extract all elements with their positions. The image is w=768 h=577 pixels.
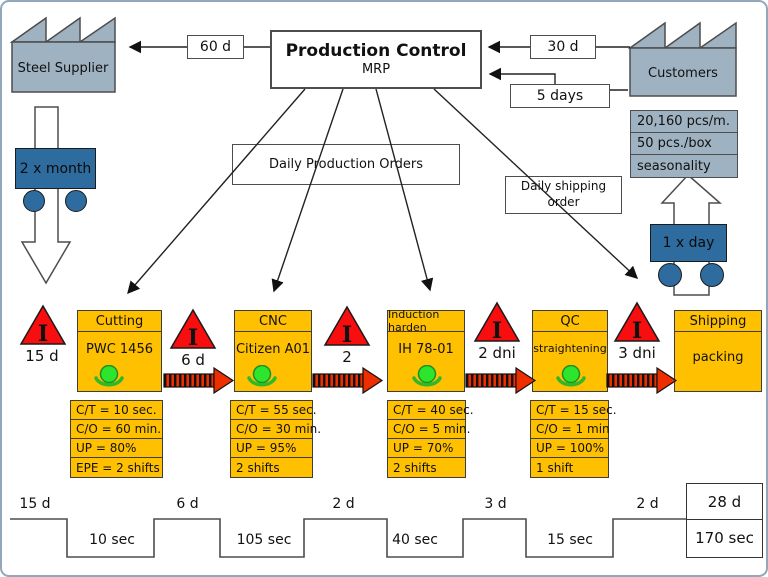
data-row: C/O = 60 min. — [71, 420, 162, 439]
push-arrow-icon — [312, 366, 384, 395]
process-detail: Citizen A01 — [235, 342, 311, 357]
demand-seasonality: seasonality — [637, 158, 711, 174]
production-control-subtitle: MRP — [361, 62, 391, 77]
inventory-label: 15 d — [25, 347, 59, 365]
process-detail: PWC 1456 — [86, 342, 153, 357]
process-title: CNC — [235, 311, 311, 332]
data-box-qc: C/T = 15 sec. C/O = 1 min UP = 100% 1 sh… — [530, 400, 617, 478]
process-detail: straightening — [533, 342, 607, 355]
schedule-arrow-induction — [375, 88, 434, 292]
outbound-truck-wheel-icon — [700, 263, 724, 287]
process-box-shipping: Shipping packing — [674, 310, 762, 392]
daily-shipping-order-line1: Daily shipping — [520, 179, 607, 194]
steel-supplier-label: Steel Supplier — [18, 61, 109, 76]
process-box-cnc: CNC Citizen A01 — [234, 310, 312, 392]
process-title: Shipping — [675, 311, 761, 332]
data-row: UP = 70% — [388, 439, 465, 458]
process-detail: packing — [692, 350, 744, 365]
operator-icon — [247, 365, 277, 387]
timeline-label: 3 d — [484, 496, 507, 512]
production-control-box: Production Control MRP — [270, 30, 482, 89]
inventory-symbol: I — [492, 318, 502, 343]
outbound-truck: 1 x day — [650, 224, 727, 262]
outbound-truck-wheel-icon — [658, 263, 682, 287]
total-process-time: 170 sec — [695, 529, 754, 547]
inventory-label: 6 d — [181, 351, 205, 369]
data-box-induction-harden: C/T = 40 sec. C/O = 5 min. UP = 70% 2 sh… — [387, 400, 474, 478]
data-row: 2 shifts — [236, 460, 280, 475]
order-30d-box: 30 d — [530, 35, 596, 59]
data-row: 2 shifts — [393, 460, 437, 475]
push-arrow-icon — [606, 366, 678, 395]
steel-supplier-factory-icon: Steel Supplier — [10, 16, 116, 93]
daily-production-orders-box: Daily Production Orders — [232, 144, 460, 185]
operator-icon — [412, 365, 442, 387]
daily-shipping-order-line2: order — [547, 195, 580, 209]
data-row: UP = 100% — [531, 439, 608, 458]
operator-icon — [94, 365, 124, 387]
order-60d-box: 60 d — [187, 35, 244, 59]
timeline-label: 6 d — [176, 496, 199, 512]
data-row: C/O = 5 min. — [388, 420, 470, 439]
inventory-triangle-icon: I — [323, 305, 371, 347]
data-box-cutting: C/T = 10 sec. C/O = 60 min. UP = 80% EPE… — [70, 400, 163, 478]
process-box-qc: QC straightening — [532, 310, 608, 392]
data-row: C/O = 30 min. — [231, 420, 321, 439]
inbound-truck-wheel-icon — [23, 190, 45, 212]
timeline-label: 2 d — [636, 496, 659, 512]
total-lead-time: 28 d — [687, 484, 762, 520]
inventory-symbol: I — [342, 322, 352, 347]
inventory-label: 3 dni — [618, 344, 656, 362]
process-box-induction-harden: Induction harden IH 78-01 — [387, 308, 465, 392]
inventory-triangle-icon: I — [19, 304, 67, 346]
data-row: C/T = 10 sec. — [71, 401, 162, 420]
customer-demand-data: 20,160 pcs/m. 50 pcs./box seasonality — [630, 110, 738, 178]
schedule-arrow-cnc — [271, 88, 344, 293]
inventory-triangle-icon: I — [169, 308, 217, 350]
process-title: Cutting — [78, 311, 161, 332]
timeline-label: 2 d — [332, 496, 355, 512]
inventory-label: 2 — [342, 348, 352, 366]
inventory-triangle-icon: I — [473, 301, 521, 343]
daily-shipping-order-box: Daily shipping order — [505, 176, 622, 214]
forecast-arrow — [488, 67, 556, 84]
demand-box-size: 50 pcs./box — [631, 133, 737, 155]
inventory-triangle-icon: I — [613, 301, 661, 343]
data-row: UP = 80% — [71, 439, 162, 458]
schedule-arrow-cutting — [127, 88, 306, 295]
timeline-label: 105 sec — [236, 532, 292, 548]
operator-icon — [556, 365, 586, 387]
data-row: C/T = 40 sec. — [388, 401, 474, 420]
forecast-5days-box: 5 days — [510, 84, 610, 108]
process-detail: IH 78-01 — [398, 342, 454, 357]
inventory-symbol: I — [632, 318, 642, 343]
timeline-label: 40 sec — [392, 532, 438, 548]
inventory-symbol: I — [188, 325, 198, 350]
push-arrow-icon — [163, 366, 235, 395]
process-box-cutting: Cutting PWC 1456 — [77, 310, 162, 392]
timeline-totals-box: 28 d 170 sec — [686, 483, 763, 558]
production-control-title: Production Control — [285, 40, 467, 61]
inbound-truck-wheel-icon — [65, 190, 87, 212]
data-box-cnc: C/T = 55 sec. C/O = 30 min. UP = 95% 2 s… — [230, 400, 321, 478]
timeline-label: 10 sec — [89, 532, 135, 548]
data-row: EPE = 2 shifts — [76, 460, 160, 475]
data-row: C/O = 1 min — [531, 420, 610, 439]
process-title: Induction harden — [388, 308, 464, 334]
push-arrow-icon — [465, 366, 537, 395]
customers-label: Customers — [648, 66, 718, 81]
demand-monthly: 20,160 pcs/m. — [631, 111, 737, 133]
process-title: QC — [533, 311, 607, 332]
inbound-truck: 2 x month — [15, 148, 96, 189]
inventory-label: 2 dni — [478, 344, 516, 362]
data-row: 1 shift — [536, 460, 574, 475]
data-row: UP = 95% — [231, 439, 312, 458]
data-row: C/T = 55 sec. — [231, 401, 317, 420]
customers-factory-icon: Customers — [628, 21, 737, 97]
timeline-label: 15 sec — [547, 532, 593, 548]
timeline-label: 15 d — [19, 496, 51, 512]
data-row: C/T = 15 sec. — [531, 401, 617, 420]
inventory-symbol: I — [38, 321, 48, 346]
